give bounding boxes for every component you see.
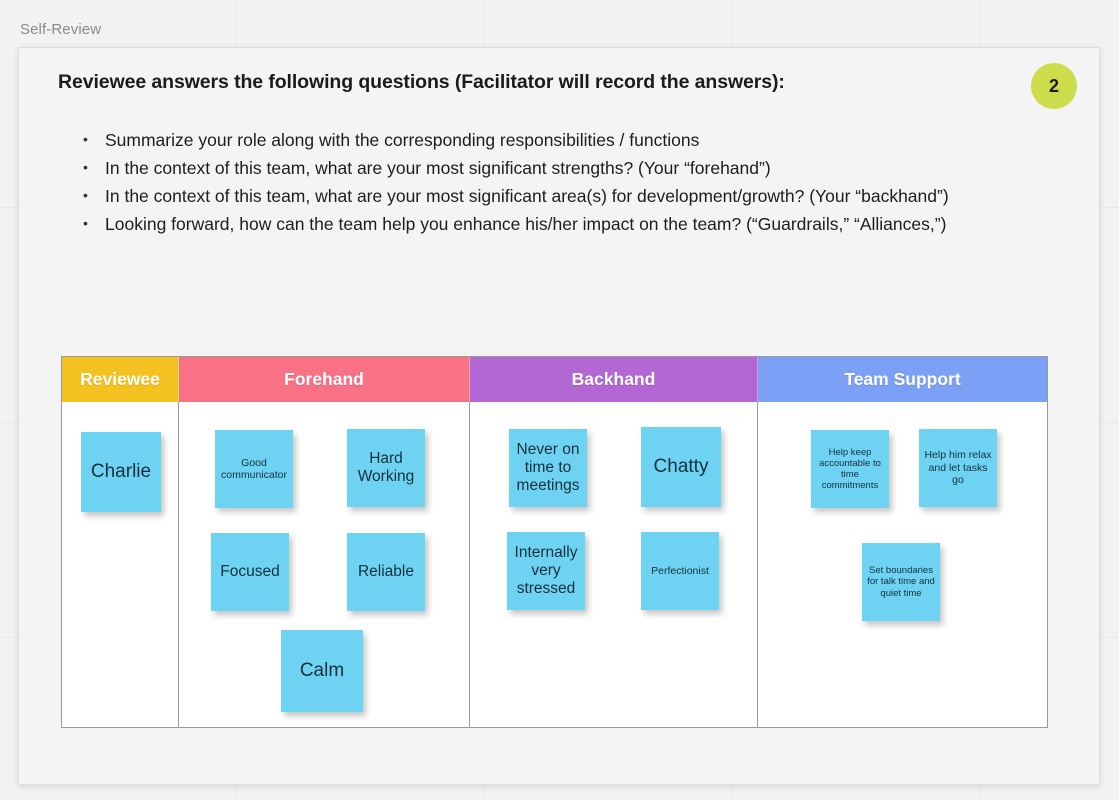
column-body-reviewee: Charlie — [62, 402, 179, 727]
board-header-row: Reviewee Forehand Backhand Team Support — [62, 357, 1047, 402]
sticky-note[interactable]: Perfectionist — [641, 532, 719, 610]
list-item: In the context of this team, what are yo… — [79, 181, 1009, 210]
list-item: Looking forward, how can the team help y… — [79, 209, 1009, 238]
column-body-backhand: Never on time to meetings Chatty Interna… — [470, 402, 758, 727]
board-body-row: Charlie Good communicator Hard Working F… — [62, 402, 1047, 727]
column-body-forehand: Good communicator Hard Working Focused R… — [179, 402, 470, 727]
sticky-note[interactable]: Chatty — [641, 427, 721, 507]
sticky-note[interactable]: Help him relax and let tasks go — [919, 429, 997, 507]
sticky-note[interactable]: Reliable — [347, 533, 425, 611]
page-title: Reviewee answers the following questions… — [58, 71, 785, 93]
status-badge: 2 — [1031, 63, 1077, 109]
question-list: Summarize your role along with the corre… — [79, 125, 1009, 238]
list-item: In the context of this team, what are yo… — [79, 153, 1009, 182]
sticky-note[interactable]: Focused — [211, 533, 289, 611]
sticky-note[interactable]: Set boundaries for talk time and quiet t… — [862, 543, 940, 621]
column-header-backhand: Backhand — [470, 357, 758, 402]
list-item: Summarize your role along with the corre… — [79, 125, 1009, 154]
sticky-note[interactable]: Charlie — [81, 432, 161, 512]
breadcrumb[interactable]: Self-Review — [20, 21, 102, 38]
column-header-reviewee: Reviewee — [62, 357, 179, 402]
sticky-note[interactable]: Never on time to meetings — [509, 429, 587, 507]
column-header-forehand: Forehand — [179, 357, 470, 402]
sticky-note[interactable]: Hard Working — [347, 429, 425, 507]
column-body-team-support: Help keep accountable to time commitment… — [758, 402, 1047, 727]
sticky-note[interactable]: Calm — [281, 630, 363, 712]
slide-card: Reviewee answers the following questions… — [18, 47, 1100, 785]
column-header-team-support: Team Support — [758, 357, 1047, 402]
sticky-note[interactable]: Internally very stressed — [507, 532, 585, 610]
sticky-note[interactable]: Good communicator — [215, 430, 293, 508]
feedback-board: Reviewee Forehand Backhand Team Support … — [61, 356, 1048, 728]
sticky-note[interactable]: Help keep accountable to time commitment… — [811, 430, 889, 508]
